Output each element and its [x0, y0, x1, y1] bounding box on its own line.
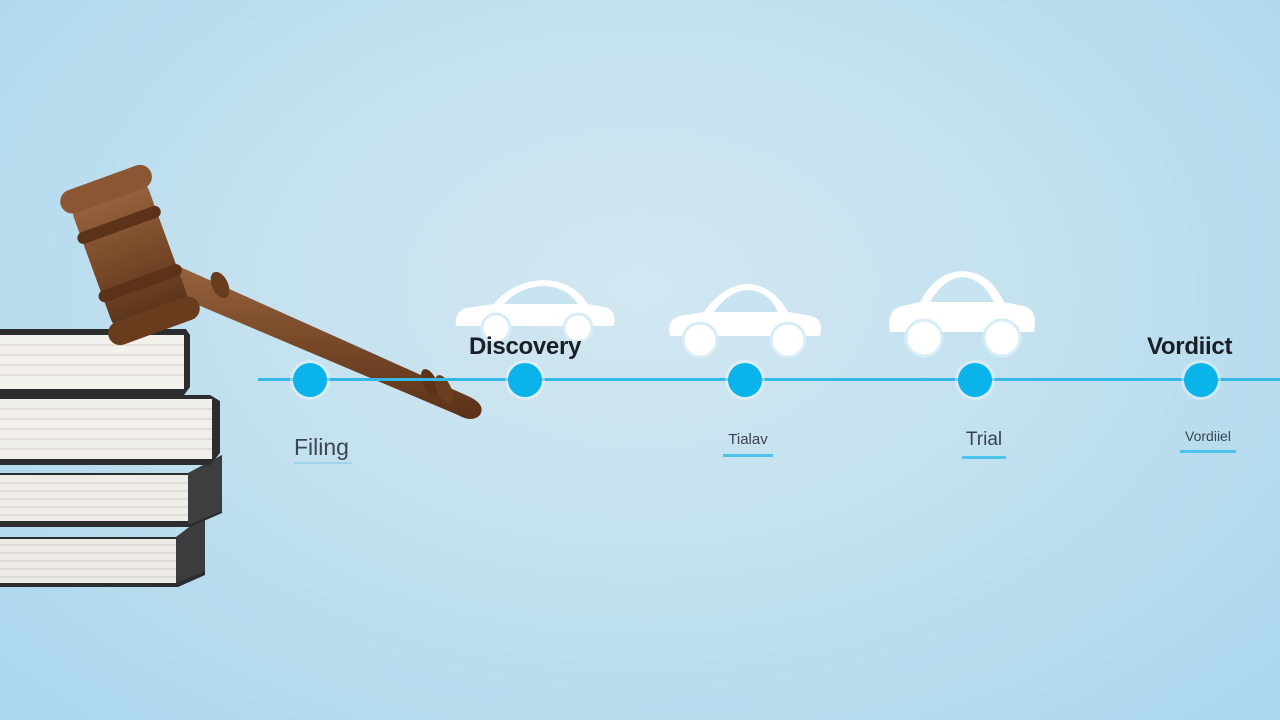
timeline-node-5: [1184, 363, 1218, 397]
timeline-node-2: [508, 363, 542, 397]
book-4: [0, 515, 205, 587]
step-label-trial: Trial: [962, 429, 1006, 459]
car-icon: [889, 271, 1035, 358]
book-stack-icon: [0, 329, 222, 587]
filing-underline: [294, 462, 352, 464]
gavel-icon: [60, 165, 482, 419]
step-label-discovery: Discovery: [469, 333, 582, 360]
book-3: [0, 455, 222, 527]
gavel-head: [60, 165, 200, 346]
book-2: [0, 395, 220, 465]
book-1: [0, 329, 190, 395]
step-label-vordiiel: Vordiiel: [1180, 428, 1236, 453]
step-label-tialav: Tialav: [723, 431, 773, 457]
step-label-verdict: Vordiict: [1147, 333, 1233, 360]
timeline-line: [258, 378, 1280, 381]
timeline-node-1: [293, 363, 327, 397]
car-icon: [669, 284, 821, 359]
step-label-filing: Filing: [294, 434, 349, 460]
timeline-node-4: [958, 363, 992, 397]
car-icon: [455, 280, 615, 344]
timeline-node-3: [728, 363, 762, 397]
